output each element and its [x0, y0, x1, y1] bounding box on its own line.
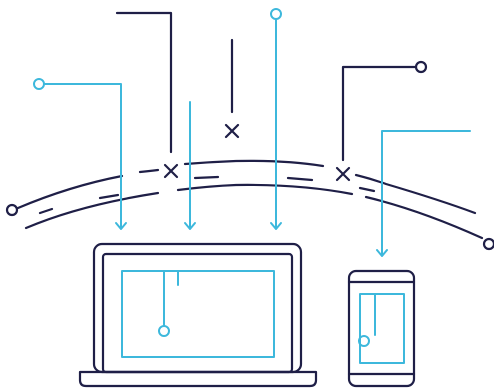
blocked-signals: [117, 13, 426, 180]
network-band-node-left-icon: [7, 205, 17, 215]
smartphone-screen-content: [359, 294, 404, 363]
blocked-signal-left-line: [117, 13, 171, 152]
blocked-signal-left-x-icon: [165, 165, 177, 177]
delivered-signals: [34, 9, 470, 256]
laptop-lid: [94, 244, 301, 372]
delivered-signal-4-line: [382, 131, 470, 255]
laptop-screen-window: [122, 271, 274, 357]
laptop-screen-node-icon: [159, 326, 169, 336]
blocked-signal-middle-x-icon: [226, 125, 238, 137]
network-band-upper-curve: [18, 161, 475, 213]
delivered-signal-1-node-icon: [34, 79, 44, 89]
blocked-signal-right-line: [343, 67, 415, 160]
network-band: [18, 161, 482, 238]
blocked-signal-right-node-icon: [416, 62, 426, 72]
delivered-signal-1-line: [44, 84, 121, 228]
laptop-icon: [80, 244, 316, 386]
smartphone-screen-window: [360, 294, 404, 363]
network-band-node-right-icon: [484, 239, 494, 249]
laptop-screen-content: [122, 271, 274, 357]
laptop-base: [80, 372, 316, 386]
blocked-signal-right-x-icon: [337, 168, 349, 180]
delivered-signal-3-node-icon: [271, 9, 281, 19]
smartphone-icon: [349, 271, 414, 386]
